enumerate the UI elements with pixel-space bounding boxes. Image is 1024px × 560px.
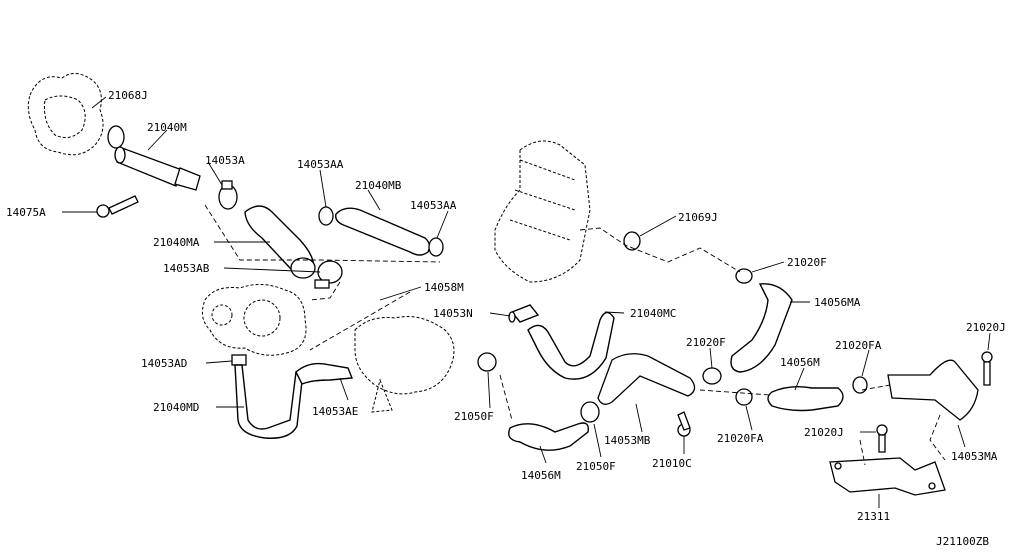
label-14053ad: 14053AD <box>141 357 187 370</box>
clamp-21050f-1 <box>477 352 497 372</box>
label-21040mc: 21040MC <box>630 307 676 320</box>
label-14053aa-1: 14053AA <box>297 158 344 171</box>
label-14053ma: 14053MA <box>951 450 998 463</box>
clamp-21050f-2 <box>580 401 600 423</box>
bolt-21020j-1 <box>981 351 993 386</box>
pipe-14053mb <box>597 353 696 405</box>
label-21040md: 21040MD <box>153 401 199 414</box>
clamp-14053a <box>218 180 238 210</box>
throttle-assembly <box>354 316 455 413</box>
hose-14056m-1 <box>767 385 844 412</box>
label-21020j-2: 21020J <box>804 426 844 439</box>
clamp-21020fa-1 <box>735 388 753 406</box>
label-14053ae: 14053AE <box>312 405 358 418</box>
hose-14053ae <box>295 362 353 385</box>
label-14053aa-2: 14053AA <box>410 199 457 212</box>
clamp-21020f-1 <box>735 268 753 284</box>
label-14053mb: 14053MB <box>604 434 651 447</box>
label-21020f-2: 21020F <box>686 336 726 349</box>
label-21311: 21311 <box>857 510 890 523</box>
label-21050f-2: 21050F <box>576 460 616 473</box>
label-21020f-1: 21020F <box>787 256 827 269</box>
hose-21040mc <box>527 311 615 380</box>
diagram-code: J21100ZB <box>936 535 989 548</box>
label-21020fa-1: 21020FA <box>835 339 882 352</box>
label-14056m-1: 14056M <box>780 356 820 369</box>
label-14056ma: 14056MA <box>814 296 861 309</box>
pipe-14053ma <box>887 359 979 421</box>
label-21040m: 21040M <box>147 121 187 134</box>
leader-lines <box>62 96 991 508</box>
bolt-14075a <box>96 195 139 218</box>
turbo-assembly <box>201 284 307 356</box>
label-21010c: 21010C <box>652 457 692 470</box>
egr-cooler <box>494 140 591 283</box>
label-14056m-2: 14056M <box>521 469 561 482</box>
routing-lines <box>204 204 946 466</box>
bracket-21311 <box>829 457 946 496</box>
hose-21040md <box>234 364 304 439</box>
bolt-21020j-2 <box>876 424 888 453</box>
label-14053a: 14053A <box>205 154 245 167</box>
label-21050f-1: 21050F <box>454 410 494 423</box>
label-21068j: 21068J <box>108 89 148 102</box>
clamp-21020fa-2 <box>852 376 868 394</box>
label-21040mb: 21040MB <box>355 179 402 192</box>
label-21040ma: 21040MA <box>153 236 200 249</box>
label-14075a: 14075A <box>6 206 46 219</box>
label-21020fa-2: 21020FA <box>717 432 764 445</box>
engine-block-left <box>27 73 104 156</box>
label-14053ab: 14053AB <box>163 262 210 275</box>
pipe-21040mb <box>335 207 431 256</box>
label-21020j-1: 21020J <box>966 321 1006 334</box>
clamp-21020f-2 <box>702 367 722 385</box>
part-labels: 21068J 21040M 14053A 14075A 14053AA 2104… <box>6 89 1006 548</box>
oring-gasket <box>107 125 125 149</box>
hose-14056m-2 <box>508 422 589 451</box>
hose-14053n <box>508 304 540 323</box>
bolt-21010c <box>677 411 691 437</box>
label-14053n: 14053N <box>433 307 473 320</box>
clamp-14053ab <box>314 260 343 289</box>
clamp-21069j <box>623 231 641 251</box>
clamp-14053aa-2 <box>428 237 444 257</box>
hose-14056ma <box>730 283 793 373</box>
clamp-14053ad <box>231 354 247 366</box>
pipe-21040m <box>114 146 201 191</box>
label-14058m: 14058M <box>424 281 464 294</box>
label-21069j: 21069J <box>678 211 718 224</box>
clamp-14053aa-1 <box>318 206 334 226</box>
